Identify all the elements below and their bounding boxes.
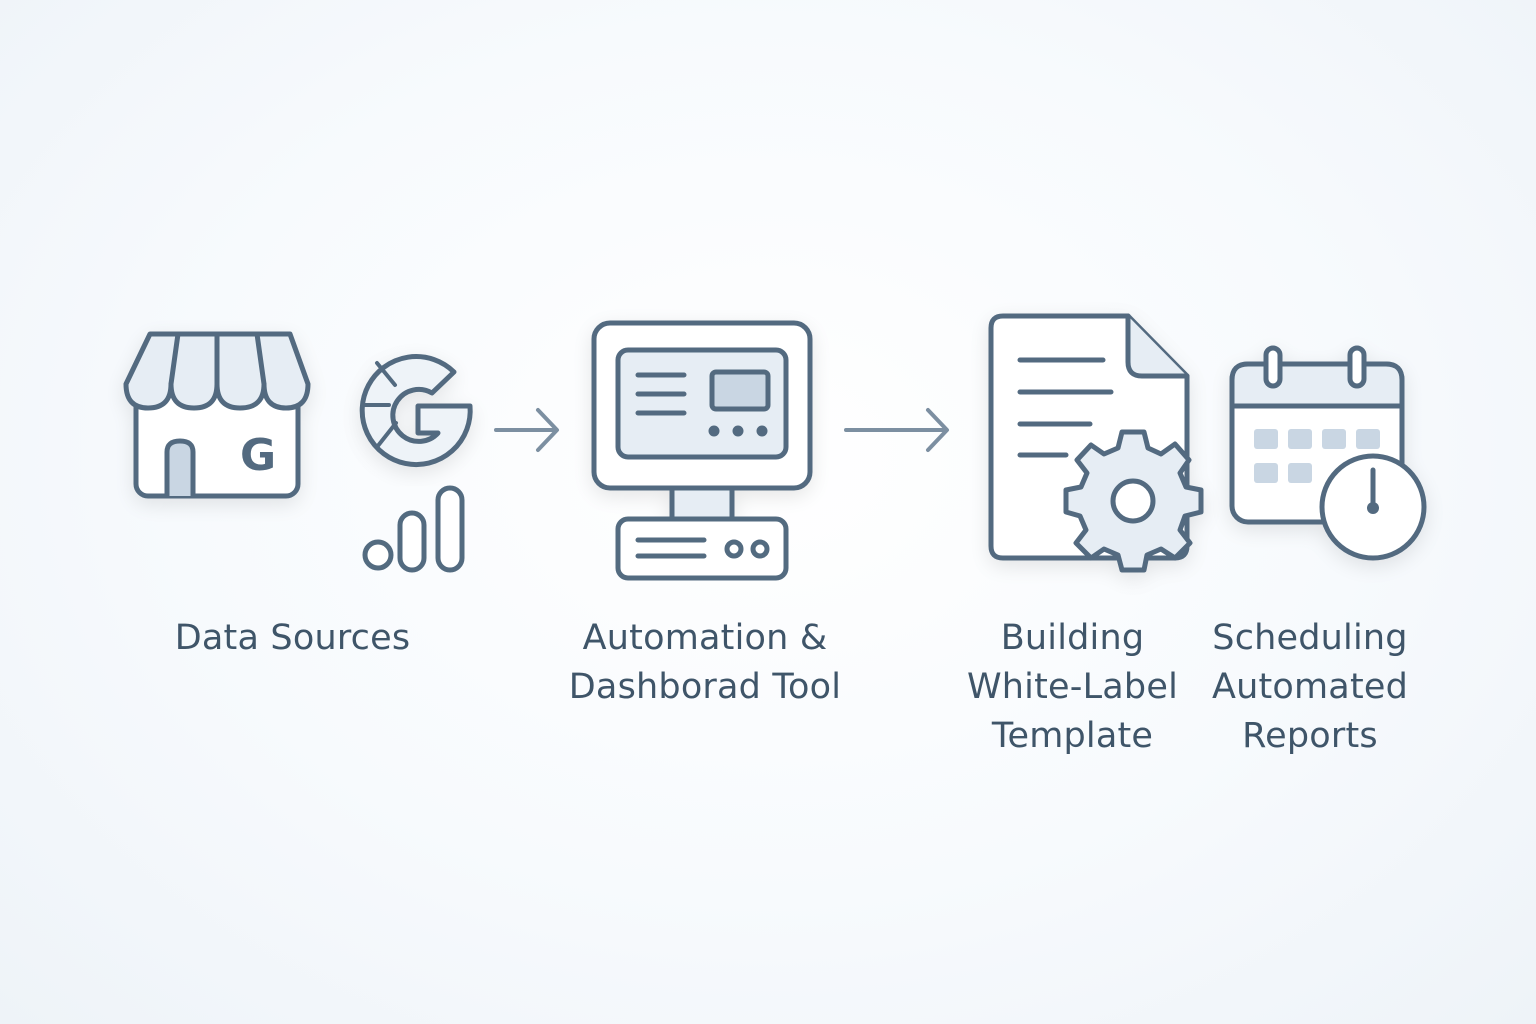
calendar-clock-icon [1229,345,1427,561]
step-label-white-label-template: Building White-Label Template [966,618,1179,756]
step-label-automation-dashboard: Automation & Dashborad Tool [568,618,842,707]
arrow-right-icon [494,408,559,452]
server-icon [615,516,789,581]
arrow-right-icon [844,408,949,452]
storefront-letter: G [240,430,276,481]
step-label-scheduling-reports: Scheduling Automated Reports [1211,618,1409,756]
document-gear-icon [988,313,1204,573]
storefront-icon: G [123,331,311,499]
step-label-data-sources: Data Sources [174,618,411,658]
google-icon [359,354,473,468]
monitor-icon [591,320,813,522]
analytics-icon [362,485,465,573]
